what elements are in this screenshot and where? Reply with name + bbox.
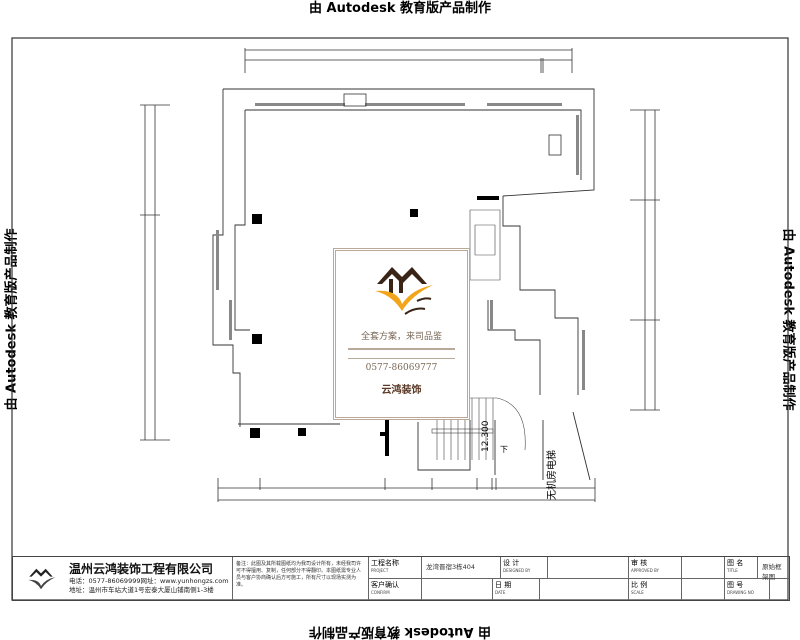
promo-brand: 云鸿装饰	[381, 385, 422, 396]
scale-label: 比 例	[631, 580, 648, 589]
ornament-divider	[348, 348, 455, 359]
title-block: 温州云鸿装饰工程有限公司 电话：0577-86069999网址：www.yunh…	[12, 556, 790, 601]
designer-label: 设 计	[503, 559, 520, 567]
project-label-en: PROJECT	[371, 568, 389, 573]
stair-down-label: 下	[500, 445, 508, 454]
windows	[216, 103, 585, 390]
date-label: 日 期	[495, 580, 512, 589]
dimension-lines	[140, 48, 660, 502]
designer-label-en: DESIGNED BY	[503, 568, 531, 573]
drawing-no-label-en: DRAWING NO	[727, 589, 754, 595]
vent	[548, 134, 562, 156]
project-label: 工程名称	[371, 559, 399, 567]
title-value: 原始框架图	[762, 563, 782, 581]
level-mark: 12.300	[481, 420, 491, 452]
walls	[212, 88, 595, 481]
title-block-company: 温州云鸿装饰工程有限公司 电话：0577-86069999网址：www.yunh…	[13, 557, 233, 600]
approver-label-en: APPROVED BY	[631, 568, 660, 573]
company-contact: 电话：0577-86069999网址：www.yunhongzs.com	[69, 577, 229, 585]
elevator-label: 无机房电梯	[545, 450, 558, 500]
company-address: 地址：温州市车站大道1号宏泰大厦山铺南侧1-3楼	[69, 586, 214, 594]
title-label-en: TITLE	[727, 568, 738, 573]
promo-slogan: 全套方案，来司品鉴	[360, 332, 442, 342]
approver-label: 审 核	[631, 559, 648, 567]
watermark-top: 由 Autodesk 教育版产品制作	[308, 1, 492, 16]
company-logo-icon	[374, 267, 433, 315]
company-promo-watermark: 全套方案，来司品鉴 0577-86069777 云鸿装饰	[333, 248, 470, 420]
project-value: 龙湾晋宿3栋404	[422, 557, 501, 578]
date-label-en: DATE	[495, 589, 506, 595]
confirm-label-en: CONFIRM	[371, 589, 390, 595]
scale-label-en: SCALE	[631, 589, 644, 595]
columns	[250, 196, 499, 456]
confirm-label: 客户确认	[371, 580, 399, 589]
company-logo-icon	[28, 568, 56, 589]
title-label: 图 名	[727, 559, 744, 567]
company-name: 温州云鸿装饰工程有限公司	[69, 562, 214, 576]
drawing-no-label: 图 号	[727, 580, 744, 589]
notes: 备注：此图及其所载图纸均为我司设计所有，未经我司许可不得擅用、复制，任何部分不得…	[233, 557, 369, 600]
promo-phone: 0577-86069777	[365, 363, 438, 373]
